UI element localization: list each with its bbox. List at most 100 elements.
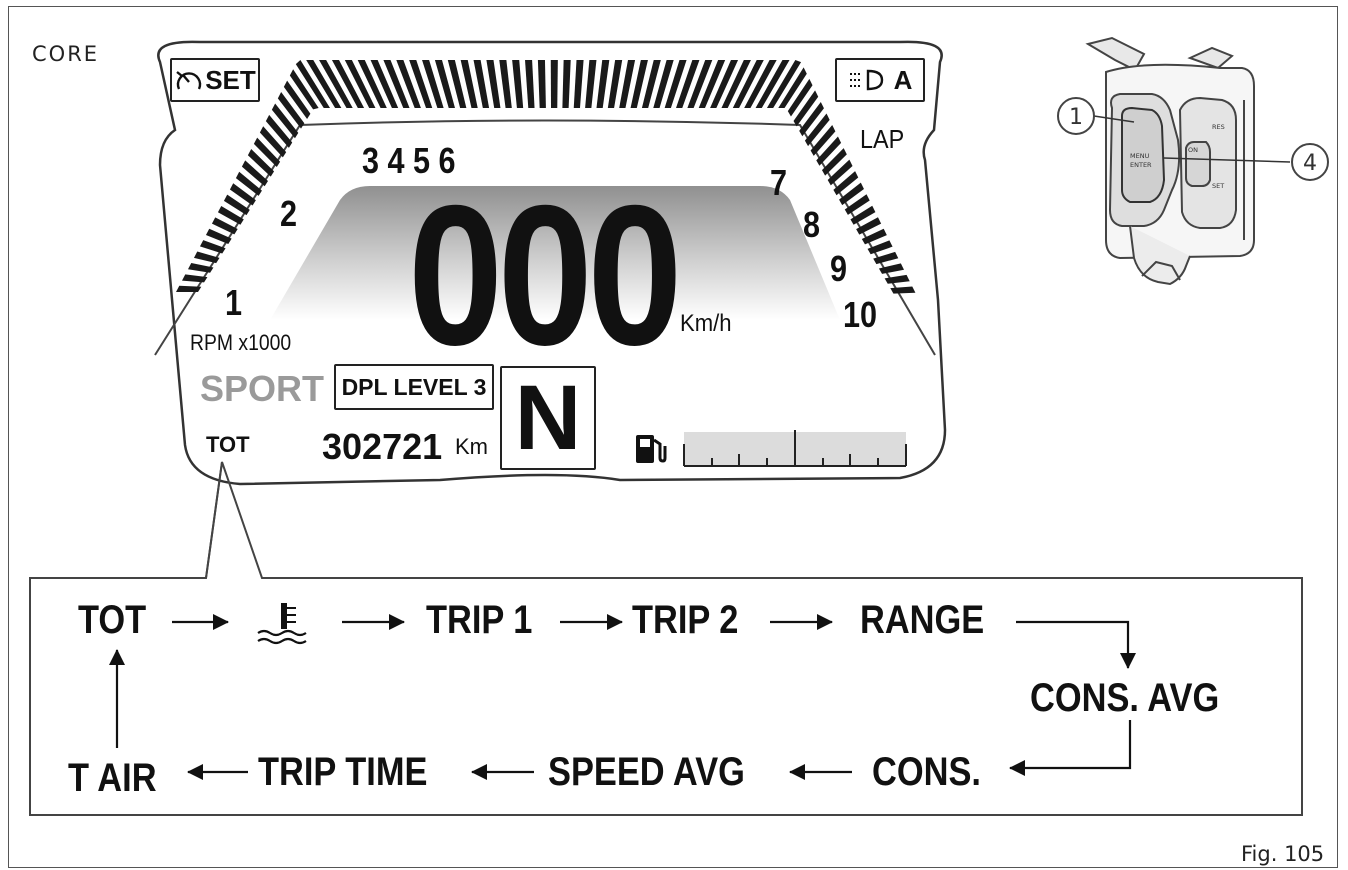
fuel-gauge-ticks <box>683 430 907 467</box>
rpm-bar-segment <box>844 194 870 215</box>
rpm-bar-segment <box>799 101 824 137</box>
rpm-bar-segment <box>295 60 331 108</box>
rpm-bar-segment <box>793 90 819 127</box>
rpm-bar-segment <box>619 60 636 108</box>
cruise-set-label: SET <box>205 64 256 95</box>
switch-enter-label: ENTER <box>1130 161 1152 169</box>
dashboard-housing <box>157 40 947 486</box>
rpm-bar-segment <box>850 205 876 225</box>
rpm-bar-segment <box>319 60 353 108</box>
dpl-level-label: DPL LEVEL 3 <box>341 373 487 400</box>
figure-label: Fig. 105 <box>1241 842 1325 866</box>
callout-circle-4 <box>1291 143 1329 181</box>
rpm-unit-label: RPM x1000 <box>190 330 292 355</box>
rpm-bar-segment <box>550 60 558 108</box>
rpm-bar-segment <box>193 251 220 264</box>
light-mode-label: A <box>893 64 913 95</box>
rpm-bar-segment <box>217 205 244 225</box>
rpm-bar-segment <box>721 60 751 108</box>
rpm-bar-segment <box>271 103 299 139</box>
headlight-icon <box>849 69 883 91</box>
display-panel <box>154 119 936 356</box>
rpm-bar-segment <box>473 60 490 108</box>
flow-item-trip-1: TRIP 1 <box>426 598 533 642</box>
rpm-tick-10: 10 <box>843 294 878 335</box>
cruise-control-icon <box>176 71 202 90</box>
rpm-bar-segment <box>512 60 524 108</box>
mode-label: CORE <box>32 42 100 66</box>
rpm-bar-segment <box>596 60 610 108</box>
rpm-bar-segment <box>283 80 311 119</box>
rpm-bar-segment <box>787 78 813 117</box>
rpm-bar-segment <box>223 194 250 216</box>
flow-item-cons: CONS. <box>872 750 981 794</box>
switch-set-label: SET <box>1212 182 1224 190</box>
rpm-bar-segment <box>199 240 226 254</box>
rpm-bar-segment <box>247 149 275 177</box>
rpm-bar-segment <box>344 60 376 108</box>
rpm-bar-segment <box>562 60 571 108</box>
rpm-bar-segment <box>370 60 399 108</box>
rpm-bar-segment <box>687 60 713 108</box>
figure-frame <box>8 6 1338 868</box>
switchgear-illustration: MENU ENTER RES ON SET 1 4 <box>1057 36 1329 286</box>
rpm-bar-segment <box>409 60 433 108</box>
switch-menu-label: MENU <box>1130 152 1150 160</box>
rpm-bar-segment <box>331 60 365 108</box>
rpm-bar-segment <box>816 136 842 166</box>
speed-gradient <box>270 186 840 320</box>
rpm-bar-segment <box>676 60 700 108</box>
rpm-tick-1: 1 <box>225 282 243 323</box>
callout-1-label: 1 <box>1069 105 1083 130</box>
rpm-tick-3-6: 3 4 5 6 <box>362 140 456 181</box>
rpm-bar-segment <box>861 228 887 245</box>
rpm-bar-segment <box>259 126 287 158</box>
odometer-unit-label: Km <box>455 434 488 459</box>
rpm-bar-segment <box>827 159 853 186</box>
rpm-bar-segment <box>434 60 455 108</box>
rpm-tick-8: 8 <box>803 204 821 245</box>
rpm-bar-segment <box>396 60 421 108</box>
rpm-bar-segment <box>878 263 904 274</box>
rpm-bar-segment <box>766 60 802 108</box>
rpm-bar-segment <box>732 60 764 108</box>
dpl-level-indicator: DPL LEVEL 3 <box>334 364 494 410</box>
rpm-bar-segment <box>821 148 847 176</box>
rpm-bar-segment <box>839 182 864 206</box>
flow-item-trip-2: TRIP 2 <box>632 598 739 642</box>
rpm-bar-segment <box>833 171 859 196</box>
switch-on-label: ON <box>1188 146 1198 154</box>
rpm-bar-segment <box>383 60 410 108</box>
coolant-temp-icon <box>257 603 307 645</box>
rpm-bar-segment <box>187 262 214 273</box>
arrow-range-to-cons-avg <box>1016 620 1136 669</box>
rpm-tick-9: 9 <box>830 248 848 289</box>
switch-res-label: RES <box>1212 123 1225 131</box>
flow-callout-box <box>29 461 1303 816</box>
flow-item-cons-avg: CONS. AVG <box>1030 676 1220 720</box>
riding-mode-label: SPORT <box>200 368 325 409</box>
fuel-pump-icon <box>636 435 667 463</box>
rpm-bar-segment <box>486 60 501 108</box>
speed-unit-label: Km/h <box>680 310 732 337</box>
rpm-bar-segment <box>176 285 202 292</box>
rpm-bar-segment <box>205 228 232 244</box>
rpm-bar-segment <box>664 60 687 108</box>
light-mode-indicator: A <box>835 58 925 102</box>
lap-label: LAP <box>860 124 905 154</box>
rpm-bar-segment <box>537 60 546 108</box>
rpm-bar-segment <box>265 114 293 148</box>
callout-circle-1 <box>1057 97 1095 135</box>
callout-4-label: 4 <box>1303 151 1317 176</box>
rpm-bar-segment <box>306 60 342 108</box>
rpm-bar-segment <box>856 217 882 235</box>
rpm-bar-segment <box>698 60 726 108</box>
odometer-mode-label: TOT <box>206 432 250 457</box>
rpm-tick-7: 7 <box>770 162 788 203</box>
rpm-bar-segment <box>277 92 305 129</box>
arrow-cons-avg-to-cons <box>1009 720 1132 776</box>
rpm-bar-segment <box>241 160 268 187</box>
speed-readout: 000 <box>408 164 683 388</box>
